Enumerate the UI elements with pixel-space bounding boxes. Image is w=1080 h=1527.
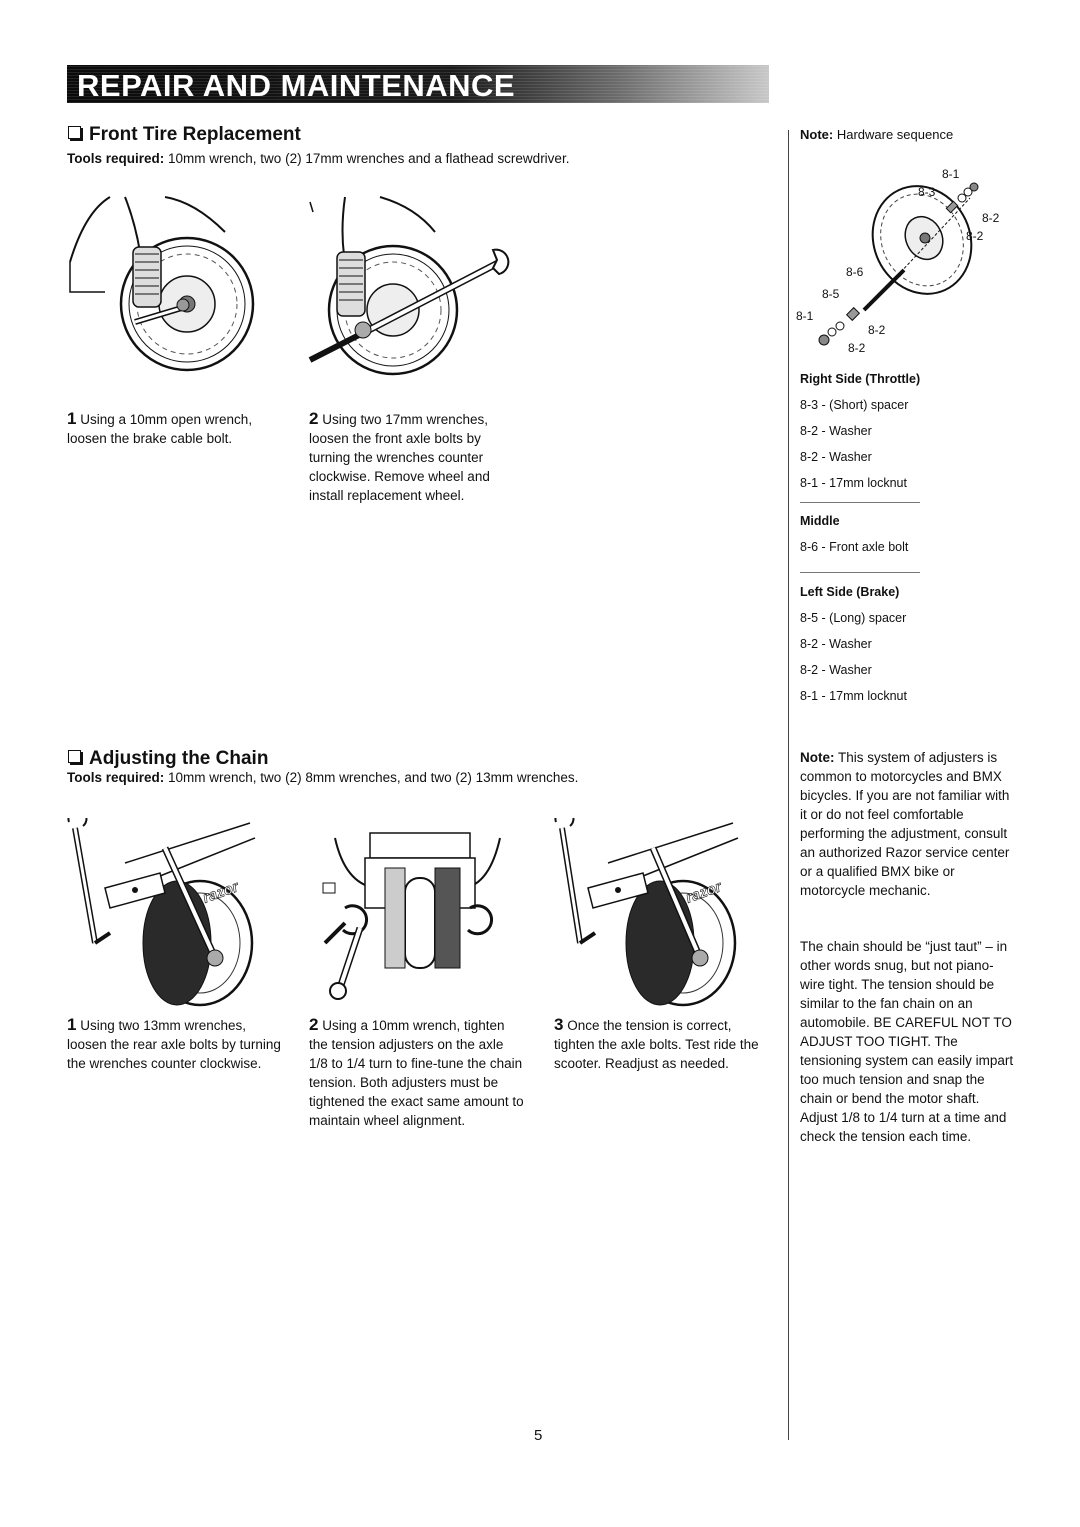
chain-tension-note: The chain should be “just taut” – in oth… — [800, 939, 1014, 1144]
rear-wheel-tighten-illustration: razor — [554, 818, 739, 1007]
front-tire-tools: Tools required: 10mm wrench, two (2) 17m… — [67, 151, 569, 166]
step-text: Using two 13mm wrenches, loosen the rear… — [67, 1018, 281, 1071]
right-side-heading: Right Side (Throttle) — [800, 372, 921, 386]
note-text: Hardware sequence — [836, 127, 954, 142]
page-title: REPAIR AND MAINTENANCE — [77, 68, 516, 103]
step-text: Using a 10mm wrench, tighten the tension… — [309, 1018, 524, 1128]
front-tire-title: Front Tire Replacement — [89, 124, 301, 145]
diagram-label: 8-1 — [796, 309, 814, 323]
note-label: Note: — [800, 127, 834, 142]
hardware-item: 8-5 - (Long) spacer — [800, 611, 907, 625]
front-tire-step-1: 1 Using a 10mm open wrench, loosen the b… — [67, 409, 282, 448]
hardware-item: 8-2 - Washer — [800, 450, 872, 464]
chain-note: Note: This system of adjusters is common… — [800, 748, 1015, 900]
step-text: Using a 10mm open wrench, loosen the bra… — [67, 412, 253, 446]
step-text: Using two 17mm wrenches, loosen the fron… — [309, 412, 490, 503]
diagram-label: 8-1 — [942, 167, 960, 181]
rear-wheel-loosen-illustration: razor — [67, 818, 256, 1007]
diagram-label: 8-5 — [822, 287, 840, 301]
chain-step-2: 2 Using a 10mm wrench, tighten the tensi… — [309, 1015, 524, 1130]
diagram-label: 8-2 — [982, 211, 1000, 225]
checkbox-icon — [68, 126, 81, 139]
chain-heading: Adjusting the Chain — [68, 748, 268, 770]
hardware-item: 8-2 - Washer — [800, 424, 872, 438]
diagram-label: 8-2 — [848, 341, 866, 355]
divider — [800, 502, 920, 503]
hardware-item: 8-1 - 17mm locknut — [800, 476, 907, 490]
hardware-item: 8-1 - 17mm locknut — [800, 689, 907, 703]
hardware-note: Note: Hardware sequence — [800, 127, 953, 142]
diagram-label: 8-2 — [966, 229, 984, 243]
hardware-item: 8-2 - Washer — [800, 663, 872, 677]
tension-adjusters-illustration — [322, 832, 501, 1000]
tools-label: Tools required: — [67, 151, 165, 166]
diagram-label: 8-3 — [918, 185, 936, 199]
note-label: Note: — [800, 750, 835, 765]
checkbox-icon — [68, 750, 81, 763]
tools-label: Tools required: — [67, 770, 165, 785]
step-number: 1 — [67, 409, 77, 428]
hardware-item: 8-2 - Washer — [800, 637, 872, 651]
middle-heading: Middle — [800, 514, 840, 528]
front-wheel-axle-illustration — [308, 196, 510, 376]
chain-tools: Tools required: 10mm wrench, two (2) 8mm… — [67, 770, 578, 785]
front-wheel-brake-illustration — [69, 196, 255, 372]
banner-texture — [67, 65, 769, 103]
front-tire-heading: Front Tire Replacement — [68, 124, 301, 146]
chain-step-3: 3 Once the tension is correct, tighten t… — [554, 1015, 774, 1073]
left-side-heading: Left Side (Brake) — [800, 585, 900, 599]
hardware-exploded-diagram: 8-1 8-3 8-2 8-2 8-6 8-5 8-1 8-2 8-2 — [796, 167, 1000, 355]
diagram-label: 8-6 — [846, 265, 864, 279]
note-text: This system of adjusters is common to mo… — [800, 750, 1010, 898]
column-divider — [788, 130, 789, 1440]
tools-text: 10mm wrench, two (2) 17mm wrenches and a… — [168, 151, 570, 166]
hardware-item: 8-6 - Front axle bolt — [800, 540, 909, 554]
tools-text: 10mm wrench, two (2) 8mm wrenches, and t… — [168, 770, 579, 785]
hardware-item: 8-3 - (Short) spacer — [800, 398, 909, 412]
section-banner: REPAIR AND MAINTENANCE — [67, 65, 769, 103]
diagram-label: 8-2 — [868, 323, 886, 337]
step-text: Once the tension is correct, tighten the… — [554, 1018, 759, 1071]
divider — [800, 572, 920, 573]
step-number: 1 — [67, 1015, 77, 1034]
front-tire-step-2: 2 Using two 17mm wrenches, loosen the fr… — [309, 409, 519, 505]
step-number: 3 — [554, 1015, 564, 1034]
chain-title: Adjusting the Chain — [89, 748, 269, 769]
step-number: 2 — [309, 409, 319, 428]
chain-step-1: 1 Using two 13mm wrenches, loosen the re… — [67, 1015, 282, 1073]
page-number: 5 — [534, 1427, 543, 1444]
step-number: 2 — [309, 1015, 319, 1034]
